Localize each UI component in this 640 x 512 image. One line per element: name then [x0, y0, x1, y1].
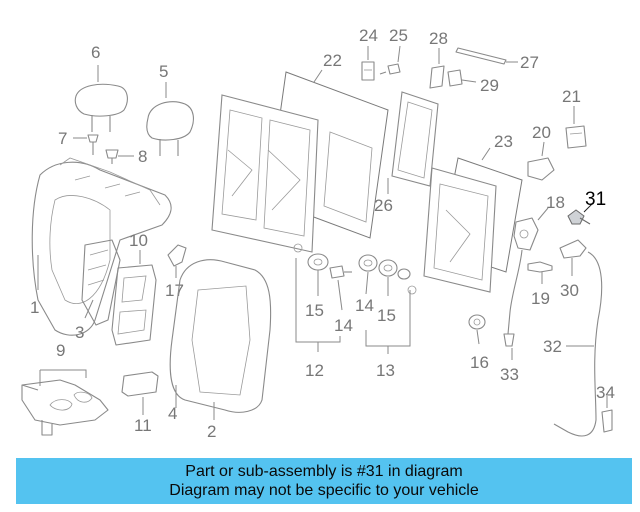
backrest-frame-left	[211, 94, 373, 253]
callout-6: 6	[91, 43, 100, 62]
callout-20: 20	[532, 123, 551, 142]
callout-5: 5	[159, 62, 168, 81]
callout-11: 11	[134, 416, 152, 435]
part-20-bezel	[527, 157, 555, 181]
part-27-rod	[455, 47, 507, 65]
part-25-bolt	[379, 63, 401, 75]
banner-line-1: Part or sub-assembly is #31 in diagram	[185, 463, 463, 480]
callout-10: 10	[129, 231, 148, 250]
part-17-hook	[167, 244, 187, 267]
callout-26: 26	[374, 196, 393, 215]
part-21-button	[565, 125, 587, 149]
part-16-cap	[468, 314, 486, 330]
part-15-washer-left	[307, 253, 329, 271]
callout-3: 3	[75, 323, 84, 342]
part-11-trim-piece	[121, 371, 159, 397]
callout-7: 7	[58, 129, 67, 148]
callout-30: 30	[560, 281, 579, 300]
callout-15b: 15	[377, 306, 396, 325]
part-15-washer-right	[378, 259, 411, 280]
callout-25: 25	[389, 26, 408, 45]
callout-19: 19	[531, 289, 550, 308]
part-18-latch	[513, 217, 539, 251]
part-33-cable	[503, 249, 523, 347]
callout-22: 22	[323, 51, 342, 70]
callout-9: 9	[56, 341, 65, 360]
callout-33: 33	[500, 365, 519, 384]
part-24-clip	[361, 61, 375, 81]
callout-32: 32	[543, 337, 562, 356]
parts-diagram: 1 3 6 5 7 8 9	[21, 26, 615, 441]
callout-13: 13	[376, 361, 395, 380]
callout-17: 17	[165, 281, 184, 300]
part-4-backrest-cushion-right	[169, 259, 272, 413]
callout-14b: 14	[355, 296, 374, 315]
callout-1: 1	[30, 298, 39, 317]
part-26-frame	[391, 91, 439, 187]
callout-23: 23	[494, 132, 513, 151]
part-3-backrest-side	[81, 239, 121, 326]
part-30-connector	[559, 239, 587, 259]
part-10-bracket	[111, 264, 157, 346]
callout-18: 18	[546, 193, 565, 212]
callout-8: 8	[138, 147, 147, 166]
callout-27: 27	[520, 53, 539, 72]
part-32-cable	[553, 251, 613, 437]
callout-2: 2	[207, 422, 216, 441]
callout-24: 24	[359, 26, 378, 45]
banner-line-2: Diagram may not be specific to your vehi…	[169, 482, 479, 499]
callout-16: 16	[470, 353, 489, 372]
part-14-bolt-left	[329, 265, 352, 279]
part-7-guide	[87, 134, 99, 155]
callout-4: 4	[168, 404, 177, 423]
part-5-head-restraint-right	[146, 101, 194, 156]
callout-28: 28	[429, 29, 448, 48]
part-6-head-restraint-left	[74, 83, 128, 132]
part-19-bolt	[527, 261, 553, 273]
part-1-backrest-cushion	[31, 157, 172, 336]
callout-21: 21	[562, 87, 581, 106]
part-31-bolt-highlighted[interactable]	[567, 209, 591, 225]
callout-31: 31	[585, 189, 606, 210]
part-8-guide	[105, 149, 119, 164]
part-9-armrest	[21, 379, 109, 436]
part-28-clip	[429, 65, 445, 89]
info-banner: Part or sub-assembly is #31 in diagram D…	[16, 458, 632, 504]
callout-29: 29	[480, 76, 499, 95]
part-14-bolt-right	[358, 254, 378, 272]
part-29-clip	[447, 69, 463, 87]
callout-12: 12	[305, 361, 324, 380]
callout-34: 34	[596, 383, 615, 402]
callout-15a: 15	[305, 301, 324, 320]
backrest-frame-right	[407, 167, 497, 295]
callout-14a: 14	[334, 316, 353, 335]
